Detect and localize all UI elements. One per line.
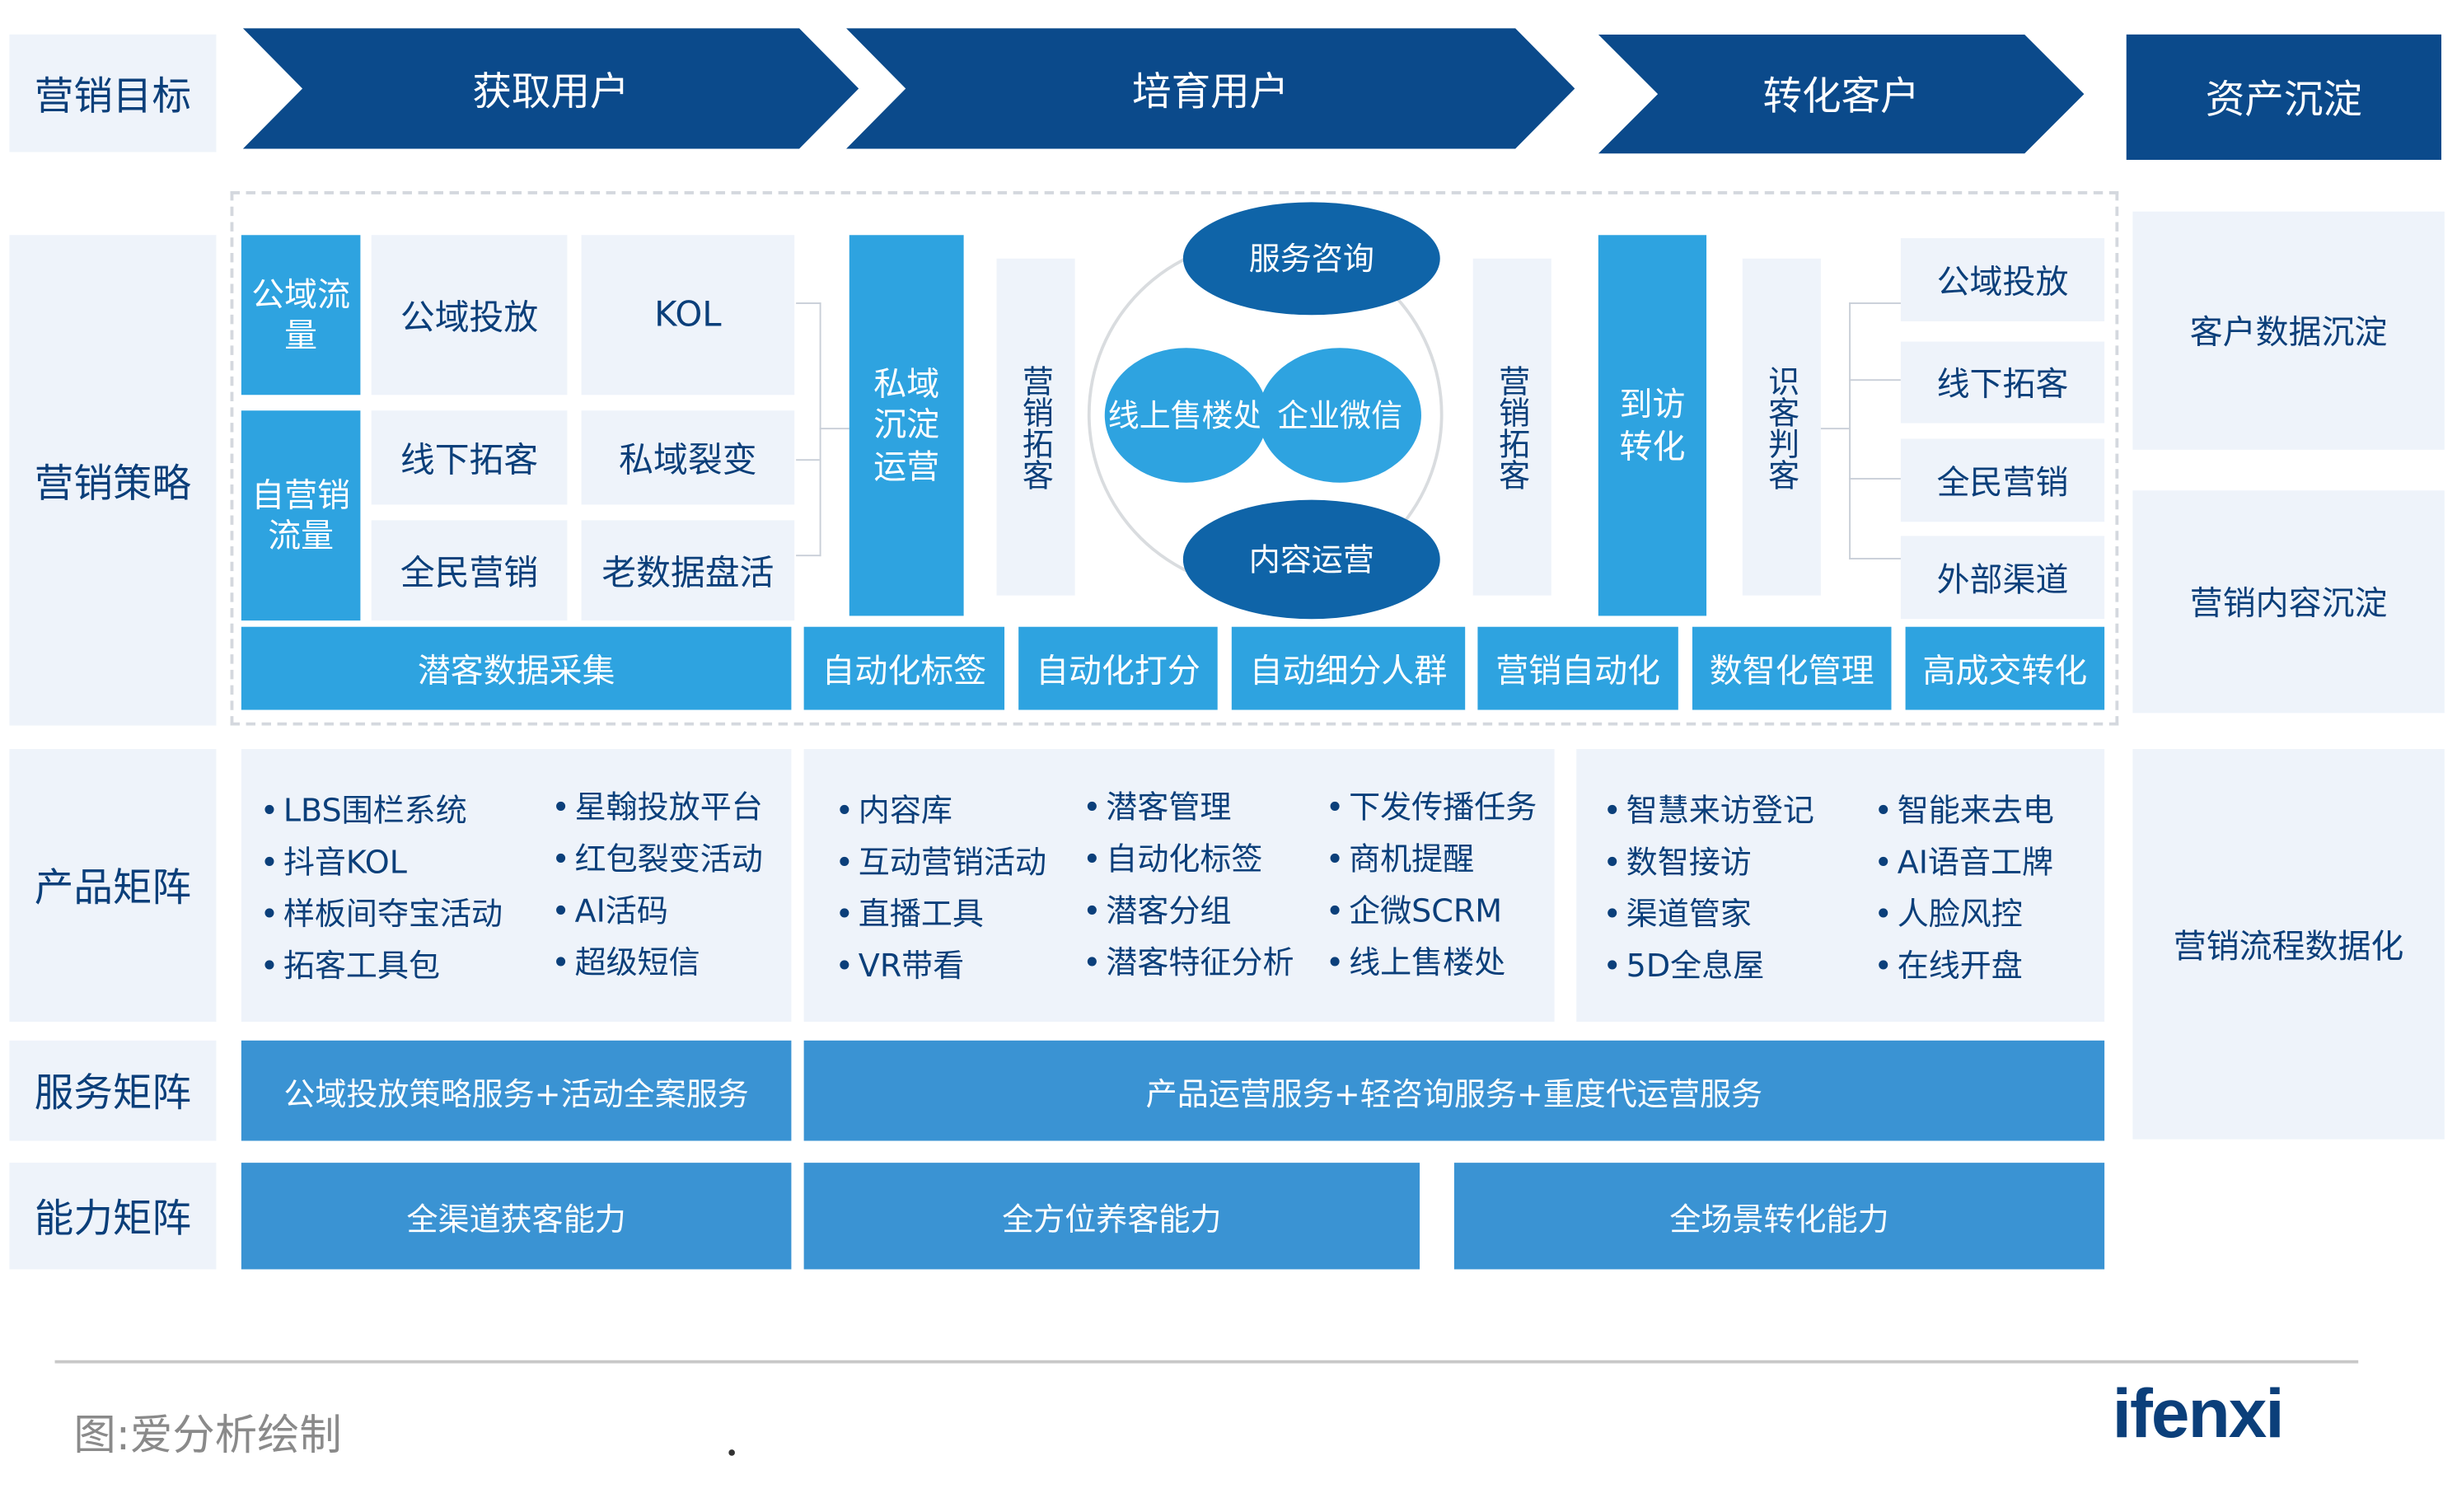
- identify-customer: 识客判客: [1742, 258, 1821, 596]
- circle-top: 服务咨询: [1182, 202, 1440, 316]
- strategy-item: 老数据盘活: [581, 520, 795, 621]
- lead-gen-left: 营销拓客: [996, 258, 1075, 596]
- channel-item: 公域投放: [1900, 238, 2105, 321]
- product-item: 5D全息屋: [1603, 940, 1814, 992]
- source-caption: 图:爱分析绘制: [73, 1411, 342, 1461]
- product-list: 下发传播任务商机提醒企微SCRM线上售楼处: [1326, 782, 1537, 989]
- connector: [1849, 478, 1901, 480]
- product-item: 互动营销活动: [835, 837, 1046, 889]
- channel-item: 全民营销: [1900, 438, 2105, 522]
- product-item: AI语音工牌: [1874, 837, 2054, 889]
- product-item: 潜客特征分析: [1083, 937, 1294, 989]
- footer-divider: [54, 1360, 2359, 1364]
- channel-item: 线下拓客: [1900, 341, 2105, 424]
- product-item: 星翰投放平台: [551, 782, 763, 834]
- product-list: 潜客管理自动化标签潜客分组潜客特征分析: [1083, 782, 1294, 989]
- private-domain: 私域沉淀运营: [849, 235, 964, 616]
- capability-tag: 潜客数据采集: [241, 626, 792, 710]
- self-traffic: 自营销流量: [241, 410, 361, 621]
- product-item: 超级短信: [551, 937, 762, 989]
- capability-tag: 自动化打分: [1018, 626, 1218, 710]
- strategy-item: 公域投放: [371, 235, 568, 396]
- capability-tag: 自动化标签: [803, 626, 1005, 710]
- product-item: 渠道管家: [1603, 888, 1814, 940]
- product-list: 智能来去电AI语音工牌人脸风控在线开盘: [1874, 785, 2054, 992]
- product-item: 抖音KOL: [260, 837, 503, 889]
- connector: [1849, 302, 1902, 559]
- capability-tag: 高成交转化: [1905, 626, 2105, 710]
- row-label-goal: 营销目标: [9, 34, 217, 152]
- product-item: 直播工具: [835, 888, 1046, 940]
- service-operate: 产品运营服务+轻咨询服务+重度代运营服务: [803, 1040, 2105, 1141]
- goal-arrow-nurture: 培育用户: [845, 28, 1575, 149]
- circle-bottom: 内容运营: [1182, 499, 1440, 620]
- product-list: 内容库互动营销活动直播工具VR带看: [835, 785, 1046, 992]
- product-item: 数智接访: [1603, 837, 1814, 889]
- product-item: 拓客工具包: [260, 940, 503, 992]
- capability-acquire: 全渠道获客能力: [241, 1163, 792, 1270]
- goal-label: 转化客户: [1762, 73, 1920, 119]
- product-item: 下发传播任务: [1326, 782, 1537, 834]
- product-item: 企微SCRM: [1326, 886, 1537, 938]
- row-label-service: 服务矩阵: [9, 1040, 217, 1141]
- dot-mark: [728, 1449, 735, 1456]
- product-item: AI活码: [551, 886, 762, 938]
- row-label-product: 产品矩阵: [9, 749, 217, 1022]
- goal-assets: 资产沉淀: [2126, 34, 2442, 160]
- product-item: 潜客分组: [1083, 886, 1294, 938]
- goal-arrow-acquire: 获取用户: [242, 28, 859, 149]
- channel-item: 外部渠道: [1900, 536, 2105, 620]
- connector: [819, 428, 849, 430]
- product-item: 红包裂变活动: [551, 834, 763, 886]
- product-list: 星翰投放平台红包裂变活动AI活码超级短信: [551, 782, 763, 989]
- goal-label: 培育用户: [1132, 68, 1289, 114]
- product-item: 人脸风控: [1874, 888, 2054, 940]
- product-item: 样板间夺宝活动: [260, 888, 503, 940]
- product-item: 智慧来访登记: [1603, 785, 1814, 837]
- service-acquire: 公域投放策略服务+活动全案服务: [241, 1040, 792, 1141]
- product-item: 自动化标签: [1083, 834, 1294, 886]
- capability-tag: 数智化管理: [1692, 626, 1892, 710]
- circle-left: 线上售楼处: [1104, 348, 1268, 483]
- goal-arrow-convert: 转化客户: [1598, 34, 2085, 154]
- asset-content: 营销内容沉淀: [2132, 490, 2445, 714]
- product-item: 商机提醒: [1326, 834, 1537, 886]
- product-item: VR带看: [835, 940, 1046, 992]
- capability-tag: 自动细分人群: [1231, 626, 1466, 710]
- capability-nurture: 全方位养客能力: [803, 1163, 1420, 1270]
- product-item: 智能来去电: [1874, 785, 2054, 837]
- connector: [796, 302, 821, 557]
- strategy-item: KOL: [581, 235, 795, 396]
- product-item: 潜客管理: [1083, 782, 1294, 834]
- strategy-item: 私域裂变: [581, 410, 795, 505]
- connector: [1820, 428, 1850, 430]
- public-traffic: 公域流量: [241, 235, 361, 396]
- row-label-capability: 能力矩阵: [9, 1163, 217, 1270]
- asset-customer-data: 客户数据沉淀: [2132, 211, 2445, 450]
- strategy-frame: [230, 191, 2119, 726]
- product-item: 在线开盘: [1874, 940, 2054, 992]
- connector: [796, 459, 820, 461]
- visit-conversion: 到访转化: [1598, 235, 1707, 616]
- product-item: 内容库: [835, 785, 1046, 837]
- row-label-strategy: 营销策略: [9, 235, 217, 726]
- goal-label: 获取用户: [472, 68, 629, 114]
- circle-right: 企业微信: [1258, 348, 1421, 483]
- product-item: LBS围栏系统: [260, 785, 503, 837]
- strategy-item: 全民营销: [371, 520, 568, 621]
- product-item: 线上售楼处: [1326, 937, 1537, 989]
- capability-tag: 营销自动化: [1477, 626, 1678, 710]
- strategy-item: 线下拓客: [371, 410, 568, 505]
- lead-gen-right: 营销拓客: [1472, 258, 1551, 596]
- product-list: LBS围栏系统抖音KOL样板间夺宝活动拓客工具包: [260, 785, 503, 992]
- connector: [1849, 379, 1901, 382]
- product-list: 智慧来访登记数智接访渠道管家5D全息屋: [1603, 785, 1814, 992]
- asset-process-data: 营销流程数据化: [2132, 749, 2445, 1140]
- capability-convert: 全场景转化能力: [1453, 1163, 2105, 1270]
- ifenxi-logo: ifenxi: [2112, 1375, 2285, 1453]
